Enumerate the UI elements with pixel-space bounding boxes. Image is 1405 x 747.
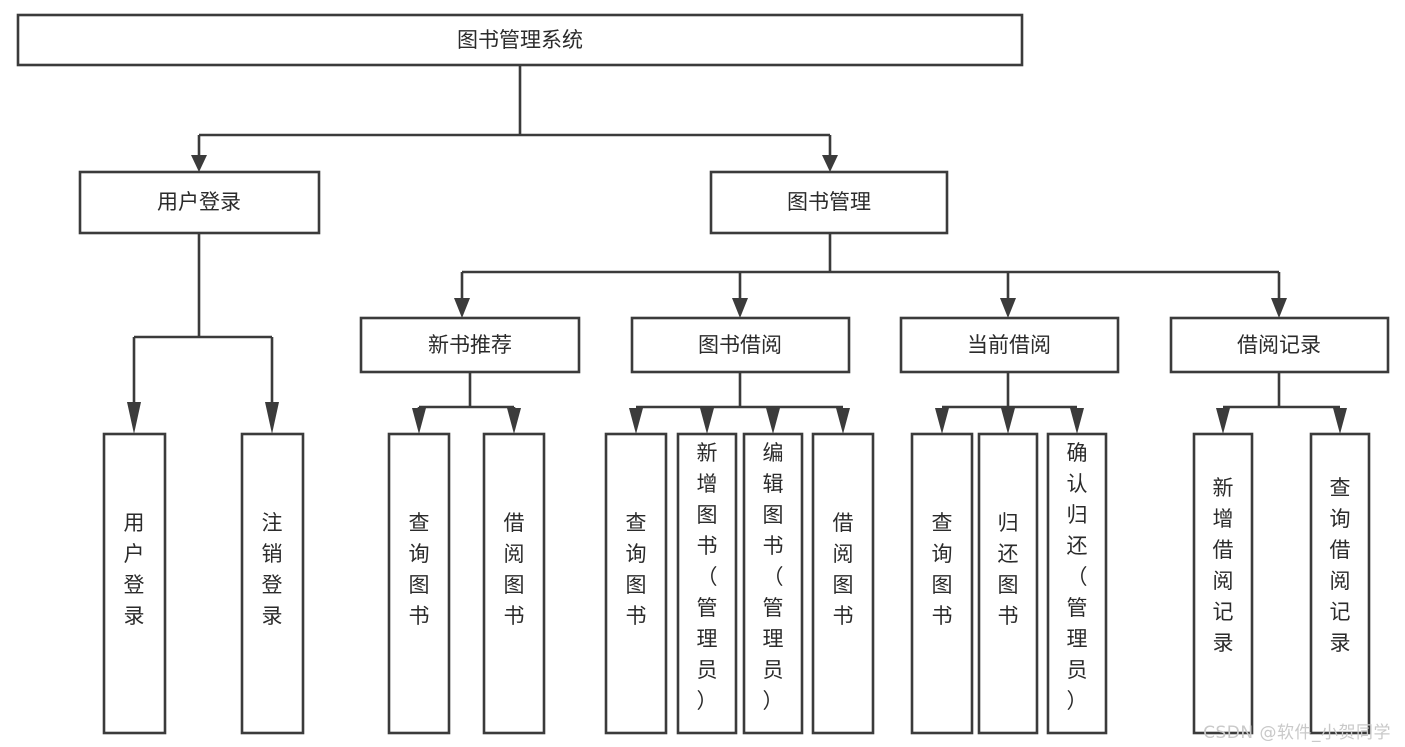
node-leaf-add-book-box[interactable] [676,432,738,735]
node-new-book-recommend-label: 新书推荐 [428,333,512,357]
arrow-head-leaf-add-record [1216,408,1230,434]
node-current-borrow-box[interactable] [899,316,1120,374]
node-leaf-add-book-label: 新增图书（管理员） [697,441,718,713]
node-leaf-query-book-2[interactable]: 查询图书 [604,432,668,735]
node-book-manage[interactable]: 图书管理 [709,170,949,235]
node-leaf-return-book-box[interactable] [977,432,1039,735]
node-borrow-record[interactable]: 借阅记录 [1169,316,1390,374]
node-book-borrow[interactable]: 图书借阅 [630,316,851,374]
node-borrow-record-box[interactable] [1169,316,1390,374]
node-current-borrow[interactable]: 当前借阅 [899,316,1120,374]
node-user-login-box[interactable] [78,170,321,235]
node-leaf-add-record-box[interactable] [1192,432,1254,735]
arrow-head-leaf-query-book-1 [412,408,426,434]
node-leaf-borrow-book-1-label: 借阅图书 [504,511,525,628]
node-leaf-add-record[interactable]: 新增借阅记录 [1192,432,1254,735]
node-book-manage-label: 图书管理 [787,190,871,214]
node-current-borrow-label: 当前借阅 [967,333,1051,357]
arrow-head-leaf-query-book-3 [935,408,949,434]
node-new-book-recommend[interactable]: 新书推荐 [359,316,581,374]
arrow-head-to-current-borrow [1000,298,1016,318]
node-root[interactable]: 图书管理系统 [16,13,1024,67]
node-book-borrow-label: 图书借阅 [698,333,782,357]
node-leaf-query-book-2-box[interactable] [604,432,668,735]
node-leaf-add-record-label: 新增借阅记录 [1213,476,1234,655]
node-leaf-borrow-book-2-box[interactable] [811,432,875,735]
node-leaf-user-logout[interactable]: 注销登录 [240,432,305,735]
node-leaf-user-login[interactable]: 用户登录 [102,432,167,735]
arrow-head-leaf-user-logout [265,402,279,434]
node-leaf-borrow-book-1-box[interactable] [482,432,546,735]
arrow-head-leaf-borrow-book-2 [836,408,850,434]
node-leaf-query-book-1[interactable]: 查询图书 [387,432,451,735]
node-leaf-query-book-2-label: 查询图书 [626,511,647,628]
node-leaf-user-logout-box[interactable] [240,432,305,735]
arrow-head-to-book-borrow [732,298,748,318]
node-root-box[interactable] [16,13,1024,67]
arrow-head-leaf-return-book [1001,408,1015,434]
arrow-head-leaf-query-record [1333,408,1347,434]
connector-layer [127,65,1347,434]
node-leaf-add-book[interactable]: 新增图书（管理员） [676,432,738,735]
node-leaf-query-book-3[interactable]: 查询图书 [910,432,974,735]
node-leaf-user-logout-label: 注销登录 [262,511,283,628]
node-leaf-query-book-1-label: 查询图书 [409,511,430,628]
node-leaf-edit-book-box[interactable] [742,432,804,735]
node-book-borrow-box[interactable] [630,316,851,374]
node-leaf-confirm-return-box[interactable] [1046,432,1108,735]
node-leaf-query-record-box[interactable] [1309,432,1371,735]
node-leaf-user-login-box[interactable] [102,432,167,735]
arrow-head-leaf-confirm-return [1070,408,1084,434]
csdn-watermark: CSDN @软件_小贺同学 [1203,723,1391,743]
arrow-head-leaf-user-login [127,402,141,434]
node-leaf-query-record[interactable]: 查询借阅记录 [1309,432,1371,735]
node-book-manage-box[interactable] [709,170,949,235]
node-leaf-query-record-label: 查询借阅记录 [1330,476,1351,655]
node-leaf-query-book-1-box[interactable] [387,432,451,735]
arrow-head-to-user-login [191,155,207,172]
node-leaf-borrow-book-1[interactable]: 借阅图书 [482,432,546,735]
arrow-head-leaf-edit-book [766,408,780,434]
node-user-login[interactable]: 用户登录 [78,170,321,235]
node-leaf-borrow-book-2-label: 借阅图书 [833,511,854,628]
arrow-head-to-new-book-recommend [454,298,470,318]
node-leaf-borrow-book-2[interactable]: 借阅图书 [811,432,875,735]
arrow-head-leaf-query-book-2 [629,408,643,434]
arrow-head-leaf-add-book [700,408,714,434]
node-new-book-recommend-box[interactable] [359,316,581,374]
arrow-head-to-book-manage [822,155,838,172]
node-leaf-confirm-return-label: 确认归还（管理员） [1067,441,1088,713]
node-leaf-confirm-return[interactable]: 确认归还（管理员） [1046,432,1108,735]
node-leaf-query-book-3-label: 查询图书 [932,511,953,628]
node-borrow-record-label: 借阅记录 [1237,333,1321,357]
node-leaf-edit-book-label: 编辑图书（管理员） [763,441,784,713]
arrow-head-to-borrow-record [1271,298,1287,318]
node-leaf-edit-book[interactable]: 编辑图书（管理员） [742,432,804,735]
node-leaf-return-book-label: 归还图书 [998,511,1019,628]
arrow-head-leaf-borrow-book-1 [507,408,521,434]
node-leaf-query-book-3-box[interactable] [910,432,974,735]
node-leaf-user-login-label: 用户登录 [124,511,145,628]
node-leaf-return-book[interactable]: 归还图书 [977,432,1039,735]
node-root-label: 图书管理系统 [457,28,583,52]
node-user-login-label: 用户登录 [157,190,241,214]
